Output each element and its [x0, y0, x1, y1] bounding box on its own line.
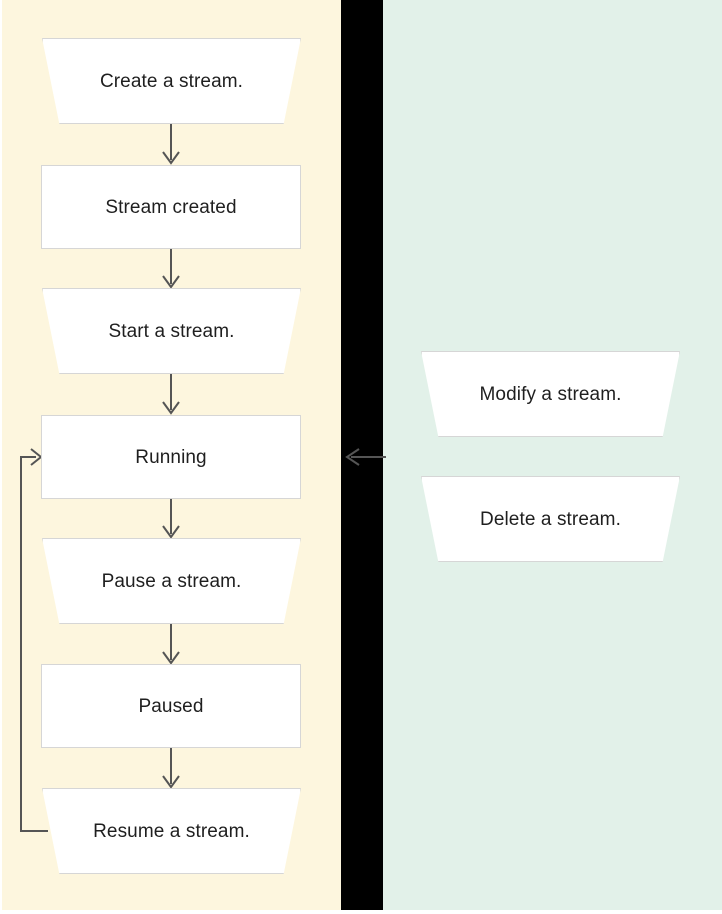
node-label: Paused [138, 695, 204, 717]
node-start-a-stream[interactable]: Start a stream. [42, 288, 301, 374]
node-stream-created[interactable]: Stream created [41, 165, 301, 249]
trapezoid-shape [42, 788, 301, 874]
node-label: Delete a stream. [480, 508, 621, 530]
node-label: Pause a stream. [101, 570, 242, 592]
node-running[interactable]: Running [41, 415, 301, 499]
node-create-a-stream[interactable]: Create a stream. [42, 38, 301, 124]
node-delete-a-stream[interactable]: Delete a stream. [421, 476, 680, 562]
trapezoid-shape [421, 351, 680, 437]
node-label: Stream created [105, 196, 237, 218]
node-label: Create a stream. [99, 70, 244, 92]
panel-divider [341, 0, 383, 910]
trapezoid-shape [42, 538, 301, 624]
node-label: Modify a stream. [479, 383, 622, 405]
node-modify-a-stream[interactable]: Modify a stream. [421, 351, 680, 437]
node-paused[interactable]: Paused [41, 664, 301, 748]
node-pause-a-stream[interactable]: Pause a stream. [42, 538, 301, 624]
node-label: Start a stream. [108, 320, 235, 342]
node-resume-a-stream[interactable]: Resume a stream. [42, 788, 301, 874]
node-label: Resume a stream. [93, 820, 250, 842]
stream-operations-panel [383, 0, 722, 910]
trapezoid-shape [42, 38, 301, 124]
node-label: Running [135, 446, 207, 468]
trapezoid-shape [42, 288, 301, 374]
